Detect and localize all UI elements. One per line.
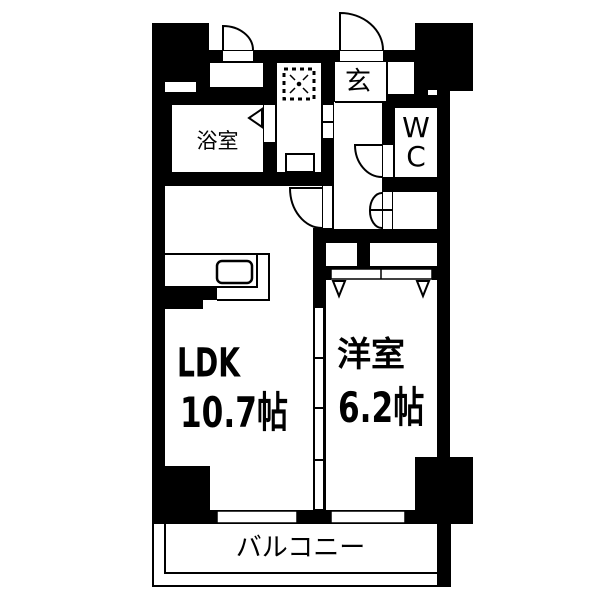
ldk-size: 10.7帖 — [180, 388, 289, 438]
bath-label: 浴室 — [196, 129, 239, 153]
washing-machine-icon — [282, 67, 316, 101]
kitchen-base — [165, 300, 203, 309]
kitchen-sink-icon — [215, 259, 254, 285]
window-western — [331, 511, 405, 523]
pipe-space — [428, 90, 437, 95]
bath-door — [264, 105, 275, 142]
balcony-label: バルコニー — [235, 533, 366, 563]
western-room-size: 6.2帖 — [338, 383, 425, 433]
ldk-name: LDK — [177, 339, 241, 387]
window-washroom-upper — [323, 105, 333, 121]
room-floors — [165, 51, 437, 523]
wall-blocks — [152, 62, 473, 524]
closet-sliding-doors — [330, 268, 433, 280]
bath-door-triangle-icon — [247, 107, 263, 129]
entrance-genkan — [335, 62, 387, 102]
washbasin-icon — [285, 153, 315, 173]
wall-slot — [165, 82, 196, 92]
window-ldk — [217, 511, 297, 523]
wc-door-leaf — [383, 145, 393, 177]
wc-label-w: W — [402, 111, 430, 144]
closet-door-icon — [368, 209, 383, 230]
kitchen-base — [165, 287, 217, 300]
window-frames — [216, 510, 406, 524]
bath-room — [172, 105, 263, 172]
ldk-room-upper — [313, 186, 322, 228]
closet-pillar — [357, 243, 370, 267]
corridor — [334, 102, 382, 229]
wc-label-c: C — [406, 140, 426, 173]
western-room-name: 洋室 — [337, 335, 405, 375]
sliding-door-partition — [313, 306, 325, 511]
service-door-icon — [222, 24, 254, 51]
entrance-label: 玄 — [345, 67, 372, 97]
shoe-cabinet — [388, 62, 414, 94]
kitchen-counter-icon — [165, 253, 270, 301]
closet-door-icon — [368, 192, 383, 211]
window-washroom-lower — [323, 123, 333, 138]
wc-room — [395, 108, 437, 177]
entrance-door-icon — [339, 11, 384, 51]
closet-triangle-icon — [331, 280, 431, 299]
entrance-door-threshold — [340, 51, 383, 61]
ldk-door-icon — [288, 187, 323, 229]
balcony-outline — [152, 524, 451, 587]
ldk-room — [165, 186, 313, 510]
service-door-threshold — [223, 51, 253, 61]
wc-door-icon — [353, 144, 383, 178]
hall-closet — [393, 192, 437, 229]
door-swings — [222, 11, 384, 230]
ldk-door-leaf — [323, 186, 332, 228]
storage-shelf — [210, 63, 263, 87]
